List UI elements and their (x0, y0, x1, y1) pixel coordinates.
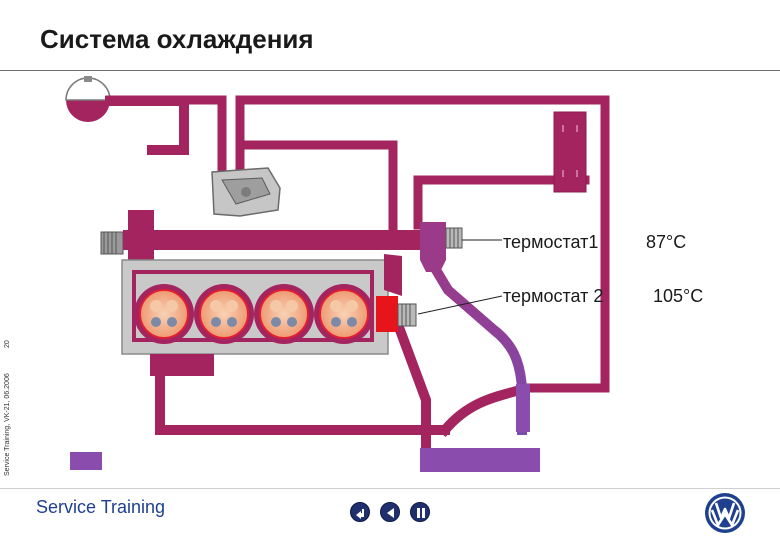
thermostat-1-temperature: 87°C (646, 232, 687, 252)
expansion-tank (65, 76, 111, 122)
thermostat-2-housing (376, 254, 417, 332)
footer-divider (0, 488, 780, 489)
radiator-flow-arrows (562, 125, 578, 177)
back-button[interactable] (350, 502, 370, 522)
thermostat-2-temperature: 105°C (653, 286, 704, 306)
thermostat-2-leader (417, 295, 503, 315)
pause-button[interactable] (410, 502, 430, 522)
cylinder-4 (314, 284, 374, 344)
radiator (553, 111, 587, 193)
previous-icon (387, 508, 394, 518)
oil-pan (150, 354, 214, 376)
cylinders (134, 284, 374, 344)
cylinder-1 (134, 284, 194, 344)
thermostat-1-housing (420, 222, 463, 272)
coolant-pump (211, 167, 281, 217)
slide-title: Система охлаждения (40, 24, 314, 54)
vw-logo-icon (705, 493, 745, 533)
brand-text: Service Training (36, 497, 166, 517)
thermostat-2-label: термостат 2 (503, 286, 604, 306)
return-pipe-end (70, 452, 102, 470)
thermostat-1-label: термостат1 (503, 232, 599, 252)
cylinder-2 (194, 284, 254, 344)
previous-button[interactable] (380, 502, 400, 522)
cylinder-head-pipe (123, 230, 423, 250)
title-divider (0, 70, 780, 71)
back-icon (356, 509, 364, 519)
cylinder-3 (254, 284, 314, 344)
pause-icon (417, 508, 425, 518)
return-pump-base (420, 448, 540, 472)
